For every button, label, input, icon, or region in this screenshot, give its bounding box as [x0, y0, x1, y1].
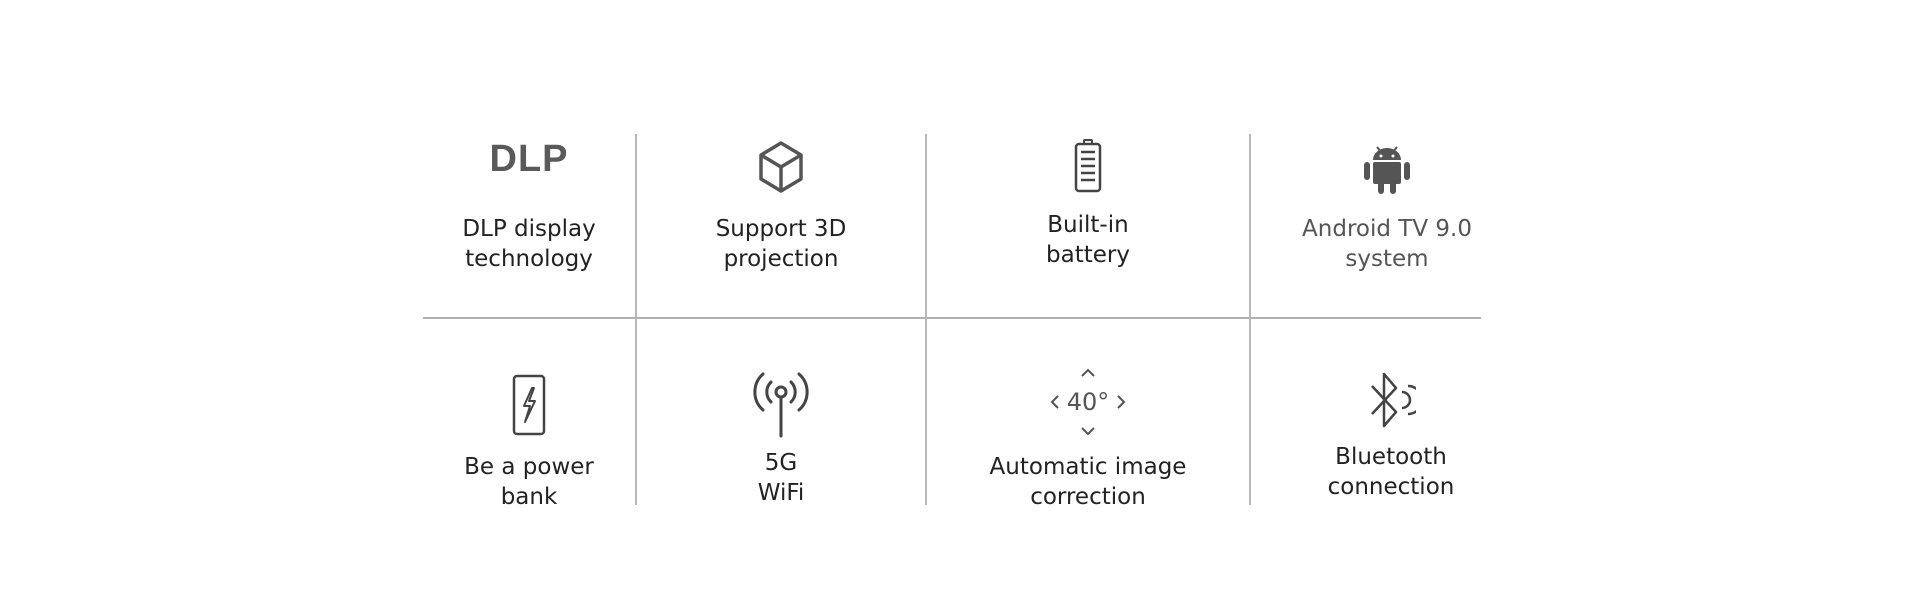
angle-value: 40°	[1066, 388, 1110, 416]
feature-label: correction	[1030, 484, 1146, 510]
feature-label: battery	[1046, 242, 1130, 268]
feature-label: bank	[500, 484, 558, 510]
feature-label: connection	[1327, 474, 1455, 500]
grid-divider-vertical	[635, 134, 637, 505]
feature-label: Be a power	[464, 454, 594, 480]
cube-3d-icon	[759, 141, 803, 193]
feature-wifi: 5G WiFi	[637, 320, 925, 510]
grid-divider-horizontal	[423, 317, 1481, 319]
bluetooth-icon	[1371, 372, 1416, 428]
dlp-logo-icon: DLP	[489, 138, 569, 180]
grid-divider-vertical	[1249, 134, 1251, 505]
grid-divider-vertical	[925, 134, 927, 505]
feature-label: projection	[723, 246, 839, 272]
feature-label: Bluetooth	[1335, 444, 1447, 470]
feature-android: Android TV 9.0 system	[1251, 134, 1523, 314]
keystone-correction-icon: 40°	[1048, 366, 1128, 438]
feature-label: Automatic image	[989, 454, 1187, 480]
feature-label: system	[1345, 246, 1429, 272]
feature-label: Support 3D	[715, 216, 847, 242]
feature-label: WiFi	[757, 480, 805, 506]
battery-icon	[1074, 139, 1102, 193]
feature-label: technology	[465, 246, 593, 272]
wifi-antenna-icon	[753, 372, 809, 438]
feature-label: DLP display	[462, 216, 596, 242]
feature-label: 5G	[764, 450, 798, 476]
feature-battery: Built-in battery	[927, 134, 1249, 314]
feature-label: Built-in	[1047, 212, 1129, 238]
phone-charging-icon	[512, 374, 546, 436]
android-icon	[1364, 146, 1410, 194]
feature-bluetooth: Bluetooth connection	[1251, 320, 1531, 510]
feature-image-correction: 40° Automatic image correction	[927, 320, 1249, 510]
feature-dlp: DLP DLP display technology	[423, 134, 635, 314]
feature-3d: Support 3D projection	[637, 134, 925, 314]
feature-label: Android TV 9.0	[1302, 216, 1472, 242]
feature-power-bank: Be a power bank	[423, 320, 635, 510]
arrows-icon	[1050, 368, 1126, 436]
